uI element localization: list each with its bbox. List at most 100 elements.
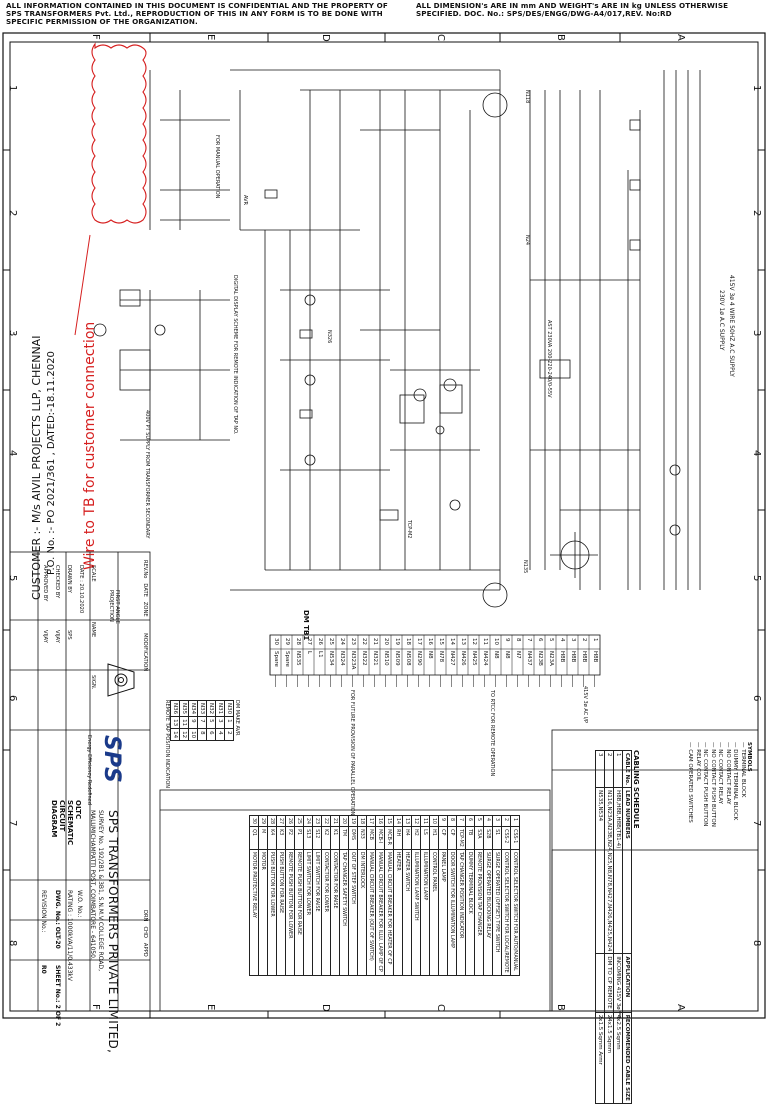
tb-terminal-lead: N8 — [426, 651, 433, 659]
grid-letter: C — [435, 1004, 446, 1011]
legend-cell: HEATER SWITCH — [402, 849, 412, 976]
tb-terminal-number: 27 — [305, 638, 312, 645]
tb-terminal-number: 8 — [514, 638, 521, 642]
grid-number: 4 — [7, 450, 18, 457]
dm-table-cell: N31 — [215, 700, 225, 717]
net-n24: N24 — [524, 235, 530, 246]
wiring — [93, 69, 701, 608]
net-n135: N135 — [522, 560, 528, 574]
date-label: DATE — [142, 583, 148, 597]
dm-table-cell: 14 — [170, 728, 180, 741]
manual-op-label: FOR MANUAL OPERATION — [214, 135, 220, 199]
tb-terminal-number: 9 — [503, 638, 510, 642]
legend-cell: TM — [339, 826, 349, 850]
legend-cell: MOTOR — [258, 849, 268, 976]
revision-cloud — [91, 42, 147, 224]
legend-cell: PUSH BUTTON FOR LOWER — [267, 849, 277, 976]
modification-label: MODIFICATION — [142, 633, 148, 672]
grid-letter: C — [435, 34, 446, 41]
legend-cell: CP — [447, 826, 457, 850]
tb-terminal-number: 16 — [426, 638, 433, 645]
tb-terminal-number: 21 — [371, 638, 378, 645]
tb-terminal-number: 18 — [404, 638, 411, 645]
pt-supply-label: 400V PT SUPPLY FROM TRANSFORMER SECONDAR… — [144, 410, 150, 539]
legend-cell: K4 — [267, 826, 277, 850]
legend-cell: REMOTE PROVISION TAP CHANGER — [474, 849, 484, 976]
legend-cell: MANUAL CIRCUIT BREAKER (OUT OF SWITCH) — [366, 849, 376, 976]
legend-cell: CONTACTOR FOR RAISE — [330, 849, 340, 976]
cabling-cell: DM TO CP REMOTE — [604, 953, 614, 1013]
symbol-item: — NC CONTACT RELAY — [717, 742, 724, 804]
dm-table-cell: 5 — [206, 716, 216, 729]
tb-terminal-lead: N321 — [371, 651, 378, 666]
approved-by-label: APPROVED BY — [42, 565, 48, 602]
tb-terminal-lead: Spare — [272, 651, 279, 667]
legend-cell: CONTROL PANEL — [429, 849, 439, 976]
net-n326: N326 — [326, 330, 332, 344]
ast-label: AST 230VA 200-220-240/0-55V — [546, 320, 552, 398]
legend-cell: K1 — [330, 826, 340, 850]
dm-table-cell: 12 — [179, 728, 189, 741]
dimension-notice: ALL DIMENSION's ARE IN mm AND WEIGHT's A… — [416, 1, 729, 19]
legend-cell: CONTROL SELECTOR SWITCH FOR LOCAL/REMOTE — [501, 849, 511, 976]
legend-cell: 3 — [492, 815, 502, 827]
tcp-label: TCP-M2 — [406, 520, 412, 539]
grid-letter: E — [205, 1004, 216, 1011]
zone-label: ZONE — [142, 601, 148, 617]
legend-cell: 2 — [501, 815, 511, 827]
legend-cell: P1 — [294, 826, 304, 850]
grid-letter: F — [90, 1004, 101, 1010]
legend-cell: TAP CHANGER SAFETY SWITCH — [339, 849, 349, 976]
confidential-notice: ALL INFORMATION CONTAINED IN THIS DOCUME… — [6, 1, 388, 27]
tb-terminal-lead: N534 — [327, 651, 334, 666]
tb-title: DM TB1 — [302, 610, 310, 641]
tb-terminal-lead: N324 — [338, 651, 345, 666]
cabling-cell: 2 — [604, 750, 614, 788]
outer-border — [2, 32, 766, 1019]
drawn-name: SPS — [66, 630, 72, 640]
cabling-cell: 2x1.5 Sqmm Armr — [595, 1012, 605, 1104]
tb-terminal-lead: Spare — [283, 651, 290, 667]
wo-no: W.O. No.: — [76, 890, 83, 918]
legend-cell: 27 — [276, 815, 286, 827]
name-header: NAME — [90, 622, 96, 638]
logo-text: SPS — [99, 735, 124, 783]
tb-terminal-lead: H8B — [558, 651, 565, 663]
legend-cell: N33 — [357, 826, 367, 850]
grid-letter: D — [320, 1004, 331, 1012]
tb-terminal-number: 20 — [382, 638, 389, 645]
legend-cell: K2 — [321, 826, 331, 850]
symbols-title: SYMBOLS — [746, 742, 752, 772]
legend-cell: PUSH BUTTON FOR RAISE — [276, 849, 286, 976]
legend-cell: DOOR SWITCH FOR ILLUMINATION LAMP — [447, 849, 457, 976]
projection-symbol — [104, 660, 138, 700]
tb-terminal-lead: H8B — [569, 651, 576, 663]
legend-cell: 10 — [429, 815, 439, 827]
grid-number: 6 — [751, 695, 762, 702]
grid-number: 5 — [751, 575, 762, 582]
dm-table-cell: 8 — [197, 728, 207, 741]
grid-number: 2 — [7, 210, 18, 217]
legend-cell: S3A — [474, 826, 484, 850]
dm-table-cell: 1 — [224, 716, 234, 729]
tb-terminal-number: 1 — [591, 638, 598, 642]
legend-cell: RH — [393, 826, 403, 850]
tb-supply-note: 415V 3ø AC I/P — [582, 686, 588, 723]
legend-cell: 13 — [402, 815, 412, 827]
revision-no: REVISION No.: — [40, 890, 47, 933]
tb-terminal-number: 13 — [459, 638, 466, 645]
legend-cell: 4 — [483, 815, 493, 827]
tb-terminal-number: 15 — [437, 638, 444, 645]
legend-cell: SURGE OPERATED BLOCKING RELAY — [483, 849, 493, 976]
tb-terminal-lead: N8 — [492, 651, 499, 659]
